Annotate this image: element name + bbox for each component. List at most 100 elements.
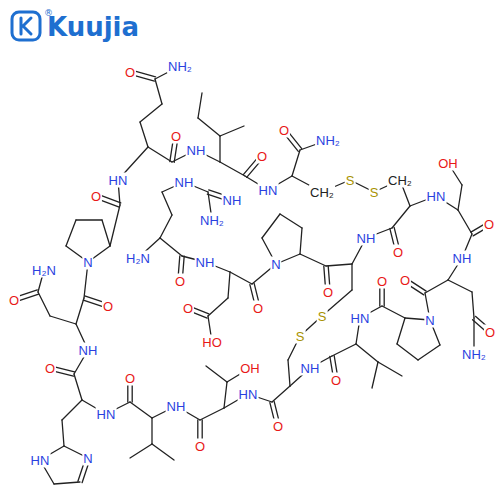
atom-label: HN [30, 453, 51, 468]
atom-label: S [295, 329, 306, 344]
atom-label: HN [238, 387, 259, 402]
chemical-bond [228, 272, 230, 298]
atom-label: HN [96, 407, 117, 422]
chemical-bond [332, 344, 356, 356]
chemical-bond [351, 264, 352, 290]
chemical-bond [356, 344, 378, 362]
chemical-bond [208, 298, 228, 316]
atom-label: CH₂ [387, 173, 413, 188]
atom-label: S [369, 185, 380, 200]
atom-label: O [272, 419, 284, 434]
chemical-bond [160, 215, 172, 238]
atom-label: N [270, 257, 281, 272]
atom-label: NH [356, 231, 377, 246]
atom-label: O [44, 361, 56, 376]
chemical-bond [378, 362, 402, 376]
chemical-bond [160, 238, 182, 256]
chemical-bond [206, 366, 227, 382]
chemical-bond [230, 272, 252, 284]
chemical-bond [425, 280, 448, 293]
chemical-bond [300, 228, 302, 254]
atom-label: O [376, 274, 388, 289]
atom-label: HN [108, 173, 129, 188]
logo-frame [12, 12, 40, 40]
atom-label: O [322, 285, 334, 300]
atom-label: NH [222, 193, 243, 208]
chemical-bond [140, 122, 148, 147]
chemical-bond [62, 400, 82, 420]
atom-label: N [82, 451, 93, 466]
chemical-bond [262, 214, 280, 238]
chemical-bond [300, 254, 326, 266]
chemical-bond [448, 280, 472, 292]
logo-text: Kuujia [47, 14, 139, 40]
chemical-bond [102, 220, 110, 246]
chemical-bond [74, 374, 82, 400]
chemical-bond [66, 220, 76, 246]
chemical-bond [418, 345, 440, 360]
chemical-bond [200, 408, 224, 420]
registered-mark: ® [44, 9, 53, 18]
atom-label: S [317, 309, 328, 324]
chemical-bond [392, 206, 410, 228]
chemical-bond [219, 136, 220, 162]
atom-label: NH₂ [167, 59, 193, 74]
chemical-bond [54, 482, 80, 484]
logo-mark [21, 18, 31, 34]
atom-label: NH [452, 251, 473, 266]
atom-label: NH₂ [315, 133, 341, 148]
atom-label: O [102, 299, 114, 314]
atom-label: NH [174, 175, 195, 190]
atom-label: H₂N [125, 251, 151, 266]
atom-label: O [124, 371, 136, 386]
chemical-bond [382, 306, 405, 318]
atom-label: O [174, 274, 186, 289]
atom-label: HN [350, 311, 371, 326]
chemical-bond [76, 219, 102, 220]
atom-label: O [392, 245, 404, 260]
chemical-bond [50, 316, 76, 324]
chemical-bond [220, 126, 244, 136]
chemical-bond [292, 150, 300, 176]
chemical-bond [198, 93, 202, 118]
chemical-bond [472, 292, 474, 318]
atom-label: O [484, 325, 496, 340]
atom-label: O [330, 373, 342, 388]
atom-label: NH [195, 255, 216, 270]
atom-label: O [399, 273, 411, 288]
chemical-bond [272, 386, 290, 402]
atom-label: O [483, 217, 495, 232]
atom-label: O [8, 293, 20, 308]
chemical-bond [224, 382, 227, 408]
chemical-bond [326, 264, 352, 266]
atom-label: HN [258, 183, 279, 198]
chemical-bond [155, 79, 162, 104]
atom-label: HN [426, 189, 447, 204]
atom-label: O [256, 149, 268, 164]
atom-label: O [194, 439, 206, 454]
chemical-bond [162, 192, 172, 215]
atom-label: NH₂ [199, 213, 225, 228]
chemical-bond [372, 362, 378, 388]
chemical-bond [140, 104, 162, 122]
chemical-bond [397, 318, 405, 344]
chemical-bond [152, 444, 174, 460]
atom-label: O [124, 65, 136, 80]
chemical-bond [151, 418, 152, 444]
atom-label: CH₂ [309, 185, 335, 200]
atom-label: NH [300, 361, 321, 376]
chemical-bond [397, 344, 418, 360]
chemical-bond [458, 210, 472, 234]
atom-label: OH [437, 156, 459, 171]
chemical-bond [110, 205, 120, 246]
chemical-bond [130, 402, 152, 418]
atom-label: O [170, 129, 182, 144]
chemical-bond [130, 444, 152, 458]
atom-label: S [345, 173, 356, 188]
atom-label: OH [239, 361, 261, 376]
atom-label: NH₂ [461, 347, 487, 362]
chemical-bond [220, 162, 245, 176]
